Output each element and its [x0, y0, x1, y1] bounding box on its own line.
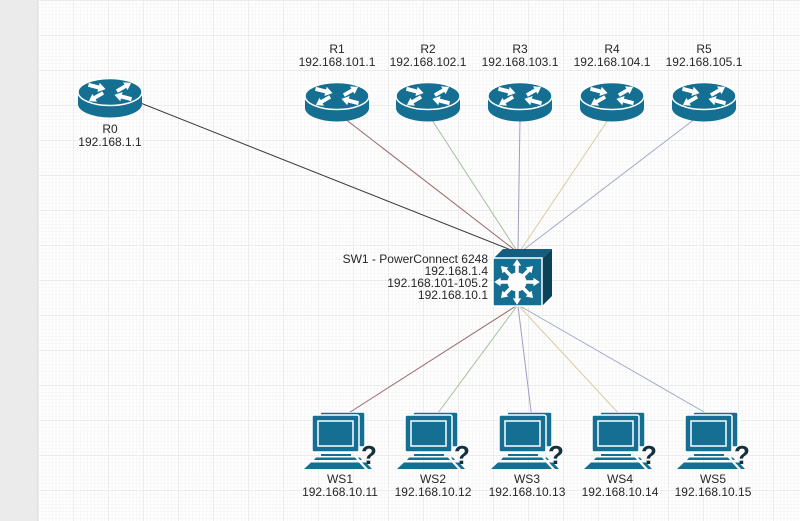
node-r5-ip: 192.168.105.1	[666, 55, 743, 69]
node-r0-ip: 192.168.1.1	[78, 135, 142, 149]
node-sw1-ip3: 192.168.10.1	[418, 288, 488, 302]
node-r3-ip: 192.168.103.1	[482, 55, 559, 69]
node-ws5[interactable]: ? WS5 192.168.10.15	[675, 412, 752, 499]
link-sw1-ws2[interactable]	[434, 305, 518, 418]
router-icon	[580, 83, 644, 122]
link-r0-sw1[interactable]	[137, 101, 517, 253]
downlinks	[343, 305, 712, 420]
node-ws3-label: WS3	[514, 472, 540, 486]
unknown-device-icon: ?	[641, 440, 657, 470]
link-r2-sw1[interactable]	[429, 116, 518, 252]
node-ws2[interactable]: ? WS2 192.168.10.12	[395, 412, 472, 499]
unknown-device-icon: ?	[734, 440, 750, 470]
link-sw1-ws5[interactable]	[519, 305, 712, 417]
link-sw1-ws1[interactable]	[343, 305, 517, 417]
node-r2-label: R2	[420, 42, 436, 56]
router-icon	[396, 83, 460, 122]
node-ws3-ip: 192.168.10.13	[489, 485, 566, 499]
node-r0[interactable]: R0 192.168.1.1	[78, 79, 142, 150]
link-r4-sw1[interactable]	[519, 116, 611, 252]
node-r5-label: R5	[696, 42, 712, 56]
node-ws5-ip: 192.168.10.15	[675, 485, 752, 499]
node-r5[interactable]: R5 192.168.105.1	[666, 42, 743, 122]
node-ws5-label: WS5	[700, 472, 726, 486]
link-r5-sw1[interactable]	[521, 114, 701, 252]
router-icon	[78, 79, 142, 118]
node-ws3[interactable]: ? WS3 192.168.10.13	[489, 412, 566, 499]
node-ws2-ip: 192.168.10.12	[395, 485, 472, 499]
link-r1-sw1[interactable]	[339, 114, 517, 252]
switch-icon	[493, 249, 552, 306]
node-r4-ip: 192.168.104.1	[574, 55, 651, 69]
unknown-device-icon: ?	[548, 440, 564, 470]
node-ws1-ip: 192.168.10.11	[302, 485, 378, 499]
node-r0-label: R0	[102, 122, 118, 136]
router-icon	[672, 83, 736, 122]
node-r2-ip: 192.168.102.1	[390, 55, 467, 69]
router-icon	[305, 83, 369, 122]
node-r3-label: R3	[512, 42, 528, 56]
link-sw1-ws4[interactable]	[518, 305, 623, 418]
node-r4[interactable]: R4 192.168.104.1	[574, 42, 651, 122]
node-sw1-ip1: 192.168.1.4	[425, 264, 489, 278]
node-ws1-label: WS1	[327, 472, 353, 486]
unknown-device-icon: ?	[454, 440, 470, 470]
node-r1-ip: 192.168.101.1	[299, 55, 376, 69]
node-sw1[interactable]: SW1 - PowerConnect 6248 192.168.1.4 192.…	[343, 249, 552, 306]
node-r2[interactable]: R2 192.168.102.1	[390, 42, 467, 122]
node-r3[interactable]: R3 192.168.103.1	[482, 42, 559, 122]
node-r1[interactable]: R1 192.168.101.1	[299, 42, 376, 122]
node-ws1[interactable]: ? WS1 192.168.10.11	[302, 412, 378, 499]
unknown-device-icon: ?	[361, 440, 377, 470]
node-sw1-label: SW1 - PowerConnect 6248	[343, 252, 489, 266]
node-r1-label: R1	[329, 42, 345, 56]
router-icon	[488, 83, 552, 122]
node-r4-label: R4	[604, 42, 620, 56]
link-r3-sw1[interactable]	[517, 117, 521, 252]
left-panel	[0, 0, 38, 521]
uplinks	[137, 101, 701, 253]
node-ws4-ip: 192.168.10.14	[582, 485, 659, 499]
node-ws4-label: WS4	[607, 472, 633, 486]
node-sw1-ip2: 192.168.101-105.2	[387, 276, 488, 290]
node-ws2-label: WS2	[420, 472, 446, 486]
link-sw1-ws3[interactable]	[517, 305, 533, 420]
node-ws4[interactable]: ? WS4 192.168.10.14	[582, 412, 659, 499]
